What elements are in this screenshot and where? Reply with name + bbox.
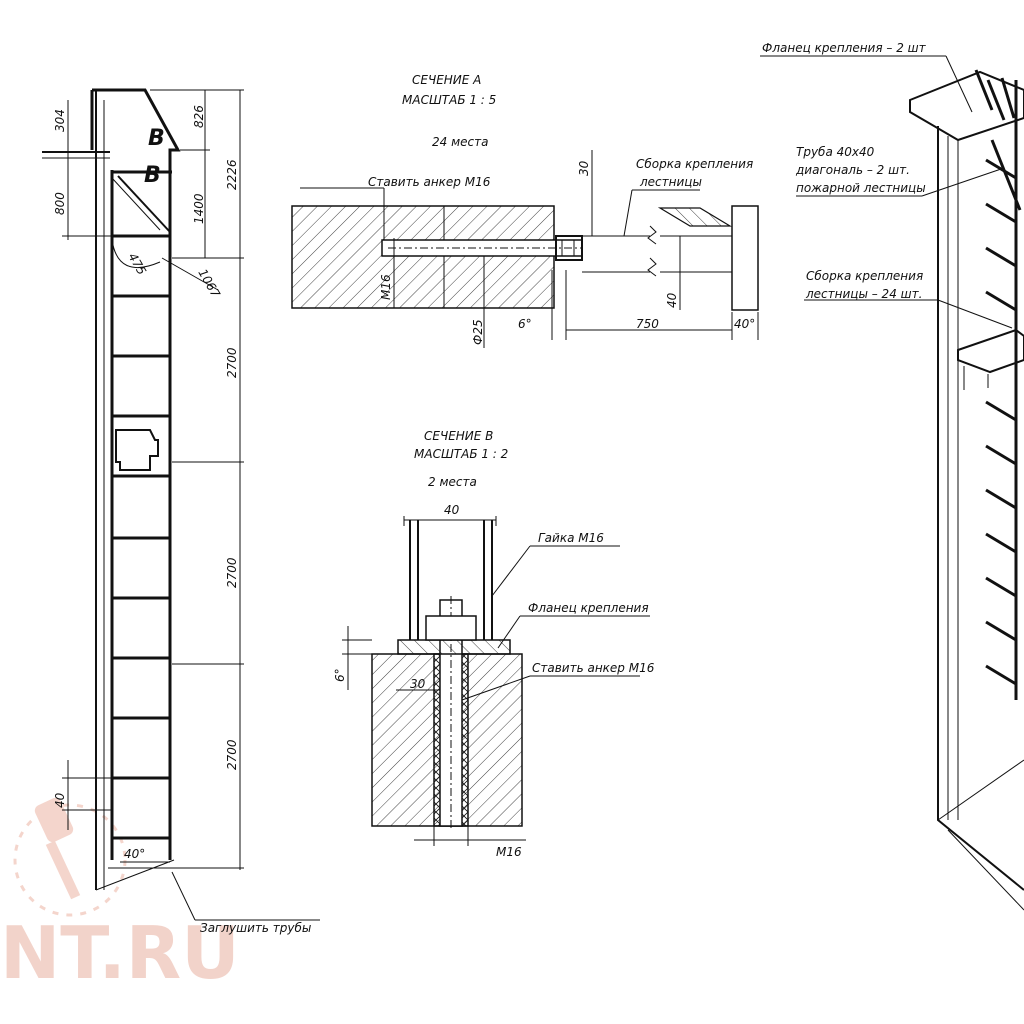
- section-b-nut-label: Гайка М16: [538, 531, 604, 545]
- section-b-dim-40: 40: [444, 503, 460, 517]
- section-mark-b-lower: В: [144, 163, 161, 188]
- section-b-anchor-label: Ставить анкер М16: [532, 661, 655, 675]
- top-slab: [909, 70, 1024, 142]
- flange-b: [397, 639, 511, 655]
- section-b-flange-label: Фланец крепления: [528, 601, 649, 615]
- section-a: СЕЧЕНИЕ А МАСШТАБ 1 : 5 24 места Ставить: [291, 73, 759, 348]
- iso-flange-label: Фланец крепления – 2 шт: [762, 41, 927, 55]
- iso-assembly-label-1: Сборка крепления: [806, 269, 923, 283]
- section-a-dim-30: 30: [577, 160, 591, 176]
- section-a-dim-40deg: 40°: [734, 317, 755, 331]
- section-a-dim-d25: Ф25: [471, 319, 485, 345]
- dim-826: 826: [192, 105, 206, 128]
- dim-2700-lower: 2700: [225, 739, 239, 770]
- dim-40-deg: 40°: [124, 847, 145, 861]
- section-a-scale: МАСШТАБ 1 : 5: [402, 93, 496, 107]
- section-mark-b-upper: В: [148, 126, 165, 151]
- section-b-count: 2 места: [428, 475, 477, 489]
- ladder-rail-outer: [92, 88, 181, 860]
- section-a-dim-m16: М16: [379, 274, 393, 300]
- watermark-text: NT.RU: [0, 911, 240, 995]
- wall-block-a: [291, 205, 555, 309]
- iso-assembly-label-2: лестницы – 24 шт.: [805, 287, 922, 301]
- pipe-walls-b: [409, 520, 493, 640]
- section-b-scale: МАСШТАБ 1 : 2: [414, 447, 508, 461]
- dim-2700-middle: 2700: [225, 557, 239, 588]
- dim-40: 40: [53, 792, 67, 808]
- section-a-assembly-label-2: лестницы: [639, 175, 702, 189]
- watermark-logo-icon: [13, 797, 127, 917]
- section-b-title: СЕЧЕНИЕ В: [424, 429, 493, 443]
- plug-pipes-label: Заглушить трубы: [200, 921, 311, 935]
- dim-800: 800: [53, 192, 67, 215]
- section-a-count: 24 места: [432, 135, 488, 149]
- iso-pipe-label-3: пожарной лестницы: [796, 181, 926, 195]
- section-a-title: СЕЧЕНИЕ А: [412, 73, 481, 87]
- rung-end-a: [731, 205, 759, 311]
- ladder-isometric-view: Фланец крепления – 2 шт Труба 40х40 диаг…: [760, 41, 1024, 911]
- iso-pipe-label-2: диагональ – 2 шт.: [795, 163, 910, 177]
- rungs: [112, 234, 170, 840]
- watermark: NT.RU: [0, 797, 240, 995]
- section-b-dim-m16: М16: [496, 845, 522, 859]
- section-b-dim-6deg: 6°: [333, 668, 347, 682]
- dim-2700-upper: 2700: [225, 347, 239, 378]
- section-b-dim-30: 30: [410, 677, 426, 691]
- section-a-assembly-label-1: Сборка крепления: [636, 157, 753, 171]
- platform-slab: [957, 328, 1024, 374]
- iso-rungs: [985, 158, 1017, 686]
- dim-475: 475: [125, 251, 149, 278]
- section-a-dim-6deg: 6°: [518, 317, 532, 331]
- dim-304: 304: [53, 109, 67, 132]
- dim-1400: 1400: [192, 193, 206, 224]
- dim-2226: 2226: [225, 159, 239, 190]
- dim-1067: 1067: [195, 267, 223, 301]
- ladder-side-view: В В 304 800 826 2226 1400 475 1067 2700 …: [42, 88, 320, 935]
- section-a-anchor-label: Ставить анкер М16: [368, 175, 491, 189]
- iso-pipe-label-1: Труба 40х40: [796, 145, 875, 159]
- section-b: СЕЧЕНИЕ В МАСШТАБ 1 : 2 2 места 40 30 6°…: [333, 429, 655, 859]
- bracket-profile: [115, 429, 159, 471]
- nut-b: [425, 615, 477, 641]
- section-a-dim-750: 750: [636, 317, 659, 331]
- section-a-dim-40: 40: [665, 292, 679, 308]
